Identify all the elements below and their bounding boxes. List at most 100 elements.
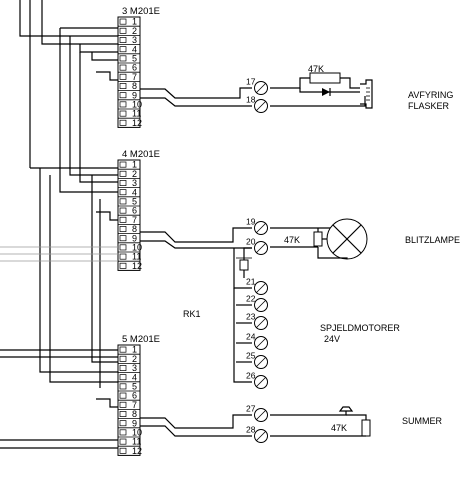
pin-number: 12 [132, 118, 142, 128]
pin-number: 9 [132, 90, 137, 100]
module-title: 3 M201E [122, 6, 160, 17]
pin-number: 2 [132, 169, 137, 179]
resistor-47k-1-label: 47K [308, 64, 324, 74]
pin-socket [119, 46, 127, 53]
terminal-number: 24 [246, 332, 256, 342]
pin-socket [119, 189, 127, 196]
terminal-18: 18 [246, 95, 268, 113]
pin-socket [119, 101, 127, 108]
terminal-24: 24 [246, 332, 268, 350]
pin-number: 6 [132, 391, 137, 401]
pin-socket [119, 110, 127, 117]
pin-socket [119, 18, 127, 25]
pin-socket [119, 429, 127, 436]
pin-socket [119, 170, 127, 177]
pin-socket [119, 180, 127, 186]
pin-socket [119, 235, 127, 242]
pin-socket [119, 83, 127, 89]
label-avfyring: AVFYRING [408, 90, 453, 100]
terminal-28: 28 [246, 425, 268, 443]
pin-number: 4 [132, 372, 137, 382]
pin-number: 8 [132, 81, 137, 91]
pin-number: 4 [132, 44, 137, 54]
terminal-21: 21 [246, 277, 268, 295]
terminal-number: 18 [246, 95, 256, 105]
module-title: 5 M201E [122, 334, 160, 345]
terminal-slot [256, 283, 266, 293]
terminal-slot [256, 338, 266, 348]
resistor-47k-3-label: 47K [331, 423, 347, 433]
pin-number: 11 [132, 109, 141, 119]
pin-socket [119, 262, 127, 269]
pin-number: 11 [132, 437, 141, 447]
pin-socket [119, 55, 127, 62]
pin-socket [119, 438, 127, 445]
pin-socket [119, 411, 127, 417]
pin-number: 6 [132, 63, 137, 73]
pin-number: 3 [132, 35, 137, 45]
pin-socket [119, 420, 127, 427]
summer-circuit [270, 406, 371, 437]
resistor-47k-2 [313, 231, 323, 247]
buzzer-icon [338, 406, 354, 412]
pin-socket [119, 216, 127, 223]
pin-number: 2 [132, 354, 137, 364]
terminal-25: 25 [246, 351, 268, 369]
pin-number: 1 [132, 17, 137, 27]
terminal-number: 20 [246, 237, 256, 247]
pin-socket [119, 392, 127, 399]
pin-number: 10 [132, 428, 142, 438]
pin-number: 1 [132, 345, 137, 355]
pin-socket [119, 92, 127, 99]
terminal-slot [256, 223, 266, 233]
pin-socket [119, 198, 127, 205]
relay-rk1-coil [239, 259, 249, 271]
pin-socket [119, 365, 127, 371]
pin-socket [119, 37, 127, 43]
label-blitzlampe: BLITZLAMPE [405, 235, 460, 245]
pin-number: 1 [132, 160, 137, 170]
pin-number: 9 [132, 418, 137, 428]
pin-number: 11 [132, 252, 141, 262]
pin-socket [119, 207, 127, 214]
pin-socket [119, 346, 127, 353]
pin-number: 10 [132, 100, 142, 110]
pin-socket [119, 355, 127, 362]
pin-socket [119, 27, 127, 34]
relay-rk1-label: RK1 [183, 309, 201, 319]
terminal-number: 25 [246, 351, 256, 361]
terminal-slot [256, 431, 266, 441]
resistor-47k-2-label: 47K [284, 235, 300, 245]
terminal-22: 22 [246, 294, 268, 312]
pin-number: 5 [132, 382, 137, 392]
label-flasker: FLASKER [408, 101, 450, 111]
pin-socket [119, 401, 127, 408]
pin-socket [119, 383, 127, 390]
rk1-relay-circuit [233, 247, 252, 383]
terminal-number: 21 [246, 277, 256, 287]
blitzlampe-circuit [270, 218, 368, 260]
terminal-slot [256, 357, 266, 367]
terminal-slot [256, 410, 266, 420]
avfyring-circuit [270, 72, 373, 109]
pin-socket [119, 119, 127, 126]
terminal-number: 17 [246, 77, 256, 87]
terminal-number: 26 [246, 371, 256, 381]
pin-number: 6 [132, 206, 137, 216]
pin-socket [119, 244, 127, 251]
terminal-23: 23 [246, 312, 268, 330]
pin-socket [119, 73, 127, 80]
pin-socket [119, 447, 127, 454]
signal-wires [140, 87, 252, 437]
terminal-number: 22 [246, 294, 256, 304]
pin-number: 12 [132, 446, 142, 456]
pin-number: 7 [132, 72, 137, 82]
pin-number: 5 [132, 197, 137, 207]
terminal-slot [256, 243, 266, 253]
terminal-slot [256, 377, 266, 387]
pin-number: 8 [132, 224, 137, 234]
label-24v: 24V [324, 334, 340, 344]
terminal-number: 28 [246, 425, 256, 435]
terminal-number: 19 [246, 217, 256, 227]
